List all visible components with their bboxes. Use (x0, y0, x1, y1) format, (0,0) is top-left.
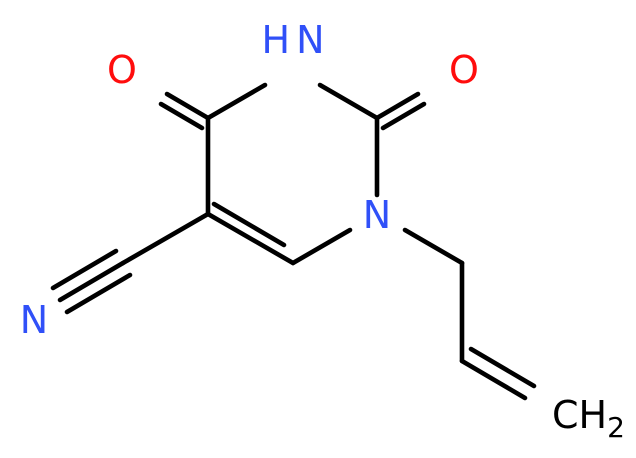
bond-nitrile-2 (64, 272, 133, 315)
bond-nitrile-1 (57, 260, 126, 303)
bond-c4-o4-b (158, 101, 205, 131)
methylene-subscript: 2 (607, 411, 625, 444)
bond-c4-o4-a (164, 91, 211, 121)
nitrogen-1-label: N (363, 193, 391, 237)
methylene-ch: CH (552, 393, 607, 437)
bond-ch-ch2-b (468, 346, 537, 389)
methylene-label: CH2 (552, 393, 625, 444)
bond-c6-c5 (205, 211, 296, 266)
bond-c4-n3 (205, 82, 268, 121)
oxygen-2-label: O (449, 48, 479, 92)
bond-n1-ch2 (402, 227, 465, 266)
bond-c2-o2-b (380, 101, 427, 131)
bond-c6-c5-inner (211, 201, 287, 248)
bond-n3-c2 (317, 82, 380, 121)
nitrogen-3-n: N (296, 18, 324, 62)
bond-ch-ch2-a (459, 358, 528, 401)
bond-nitrile-3 (50, 248, 119, 291)
oxygen-4-label: O (107, 48, 137, 92)
bond-c2-o2-a (374, 91, 421, 121)
bond-n1-c6 (290, 227, 353, 266)
nitrogen-3-h: H (261, 18, 290, 62)
bond-c5-cn (120, 211, 211, 266)
nitrile-nitrogen-label: N (20, 298, 48, 342)
